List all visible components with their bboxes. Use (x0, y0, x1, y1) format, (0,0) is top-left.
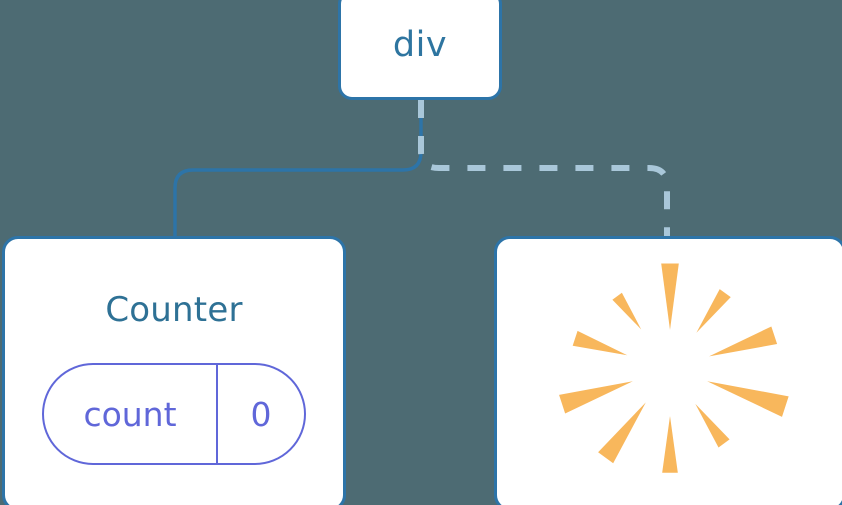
sparkle-ray-2 (696, 289, 731, 333)
sparkle-ray-7 (598, 402, 646, 464)
sparkle-ray-6 (662, 416, 678, 473)
sparkle-ray-1 (661, 263, 679, 330)
sparkle-ray-9 (572, 330, 628, 356)
state-value-label: 0 (250, 394, 272, 434)
edge-root-to-counter (173, 98, 423, 242)
edge-root-to-pending (418, 100, 670, 240)
sparkle-ray-8 (559, 381, 633, 414)
sunburst-sparkle-icon (559, 263, 789, 473)
state-pill-count[interactable]: count 0 (42, 363, 306, 465)
node-counter-label: Counter (105, 290, 243, 330)
node-div[interactable]: div (338, 0, 502, 100)
sparkle-ray-4 (707, 381, 789, 417)
state-key-label: count (44, 365, 218, 463)
node-counter[interactable]: Counter count 0 (2, 236, 346, 505)
sparkle-ray-3 (709, 326, 778, 357)
sparkle-ray-10 (612, 292, 642, 330)
sparkle-ray-5 (695, 403, 730, 448)
node-pending[interactable] (494, 236, 842, 505)
node-div-label: div (392, 24, 448, 65)
